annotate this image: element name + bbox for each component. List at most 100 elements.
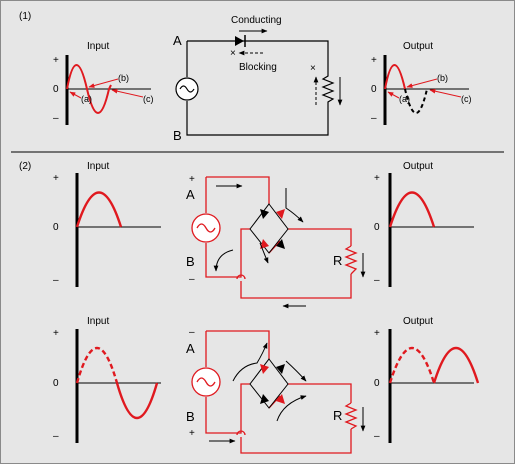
output-axis-zero-label: 0 (371, 84, 377, 95)
bottom-diode-2-icon (276, 364, 285, 374)
bottom-output-zero: 0 (374, 378, 380, 389)
resistor-x-mark: × (310, 63, 316, 74)
top-node-a-label: A (186, 187, 195, 202)
top-output-zero: 0 (374, 222, 380, 233)
bottom-input-blocked-half (75, 347, 119, 384)
output-mark-b-label: (b) (437, 73, 448, 83)
bottom-bridge-outline (249, 358, 289, 409)
blocking-label: Blocking (239, 62, 277, 73)
top-current-arrow-4 (213, 249, 234, 272)
bottom-output-plus: + (374, 328, 380, 339)
output-mark-b-arrow (406, 78, 438, 88)
section-1-number: (1) (19, 11, 31, 22)
bottom-node-b-label: B (186, 409, 195, 424)
output-graph-title: Output (403, 41, 433, 52)
bottom-diode-3-icon (260, 394, 269, 404)
output-mark-a-arrow (387, 91, 400, 99)
top-resistor-icon (344, 245, 358, 275)
top-current-arrow-3 (259, 242, 269, 264)
section-1-output-graph: Output + 0 – (a) (b) (c) (371, 41, 472, 125)
bottom-output-title: Output (403, 316, 433, 327)
bottom-input-plus: + (53, 328, 59, 339)
bottom-diode-1-icon (260, 364, 269, 374)
bottom-current-arrow-3 (276, 395, 307, 422)
mark-b-label: (b) (118, 73, 129, 83)
section-1: (1) Input + 0 – (a) (b) (c) A B (19, 11, 472, 143)
bottom-current-arrow-1 (232, 342, 268, 382)
axis-plus-label: + (53, 55, 59, 66)
bottom-circuit-wire (205, 330, 352, 454)
top-current-arrow-2 (285, 188, 304, 223)
top-diode-4-icon (276, 239, 285, 249)
input-graph-title: Input (87, 41, 109, 52)
axis-zero-label: 0 (53, 84, 59, 95)
input-sine-wave (66, 64, 112, 114)
section-2: (2) Input + 0 – Output + 0 – (19, 161, 480, 454)
mark-a-arrow (69, 91, 82, 99)
output-mark-c-label: (c) (461, 94, 472, 104)
bottom-resistor-label: R (333, 408, 342, 423)
top-output-graph: Output + 0 – (374, 161, 474, 287)
section-2-number: (2) (19, 161, 31, 172)
top-circuit-wire (205, 176, 352, 299)
top-sign-b: – (189, 274, 195, 285)
bottom-circuit: – A B + R (186, 327, 366, 454)
top-sign-a: + (189, 174, 195, 185)
top-diode-1-icon (260, 209, 269, 219)
bottom-input-negative-half (115, 382, 159, 419)
axis-minus-label: – (53, 113, 59, 124)
bottom-node-a-label: A (186, 341, 195, 356)
ac-sine-glyph (179, 85, 195, 93)
top-output-title: Output (403, 161, 433, 172)
bottom-input-zero: 0 (53, 378, 59, 389)
bottom-sign-a: – (189, 327, 195, 338)
output-mark-a-label: (a) (399, 94, 410, 104)
section-1-input-graph: Input + 0 – (a) (b) (c) (53, 41, 154, 125)
bottom-output-minus: – (374, 431, 380, 442)
output-half-wave (384, 64, 406, 90)
top-input-half-wave (75, 191, 123, 228)
conducting-label: Conducting (231, 15, 282, 26)
top-diode-3-icon (260, 239, 269, 249)
bottom-diode-4-icon (276, 394, 285, 404)
bottom-input-title: Input (87, 316, 109, 327)
top-input-title: Input (87, 161, 109, 172)
bottom-output-rectified-half (432, 347, 480, 384)
node-b-label: B (173, 128, 182, 143)
section-2-top: Input + 0 – Output + 0 – (53, 161, 474, 309)
top-bridge-outline (249, 203, 289, 254)
top-output-minus: – (374, 275, 380, 286)
top-input-minus: – (53, 275, 59, 286)
bottom-current-arrow-2 (285, 360, 307, 382)
bottom-ac-sine-glyph (196, 377, 216, 387)
top-diode-2-icon (276, 209, 285, 219)
blocking-x-mark: × (230, 48, 236, 59)
mark-a-label: (a) (81, 94, 92, 104)
top-input-plus: + (53, 173, 59, 184)
top-ac-sine-glyph (196, 223, 216, 233)
bottom-input-graph: Input + 0 – (53, 316, 161, 443)
section-2-bottom: Input + 0 – Output + 0 – (53, 316, 480, 454)
bottom-output-graph: Output + 0 – (374, 316, 480, 443)
mark-c-label: (c) (143, 94, 154, 104)
node-a-label: A (173, 33, 182, 48)
bottom-output-first-half (388, 347, 436, 384)
bottom-wire-crossover (236, 430, 246, 436)
resistor-icon (321, 73, 335, 105)
top-wire-crossover (236, 274, 246, 280)
top-input-zero: 0 (53, 222, 59, 233)
top-output-plus: + (374, 173, 380, 184)
output-mark-c-arrow (429, 88, 462, 98)
top-resistor-label: R (333, 253, 342, 268)
top-circuit: + A B – R (186, 174, 366, 309)
diode-icon (235, 36, 244, 46)
mark-b-arrow (88, 78, 119, 88)
output-blocked-half (404, 88, 428, 114)
section-1-circuit: A B Conducting × Blocking × (173, 15, 343, 143)
bottom-input-minus: – (53, 431, 59, 442)
top-output-half-wave (388, 191, 436, 228)
top-input-graph: Input + 0 – (53, 161, 161, 287)
circuit-wire (186, 40, 329, 136)
